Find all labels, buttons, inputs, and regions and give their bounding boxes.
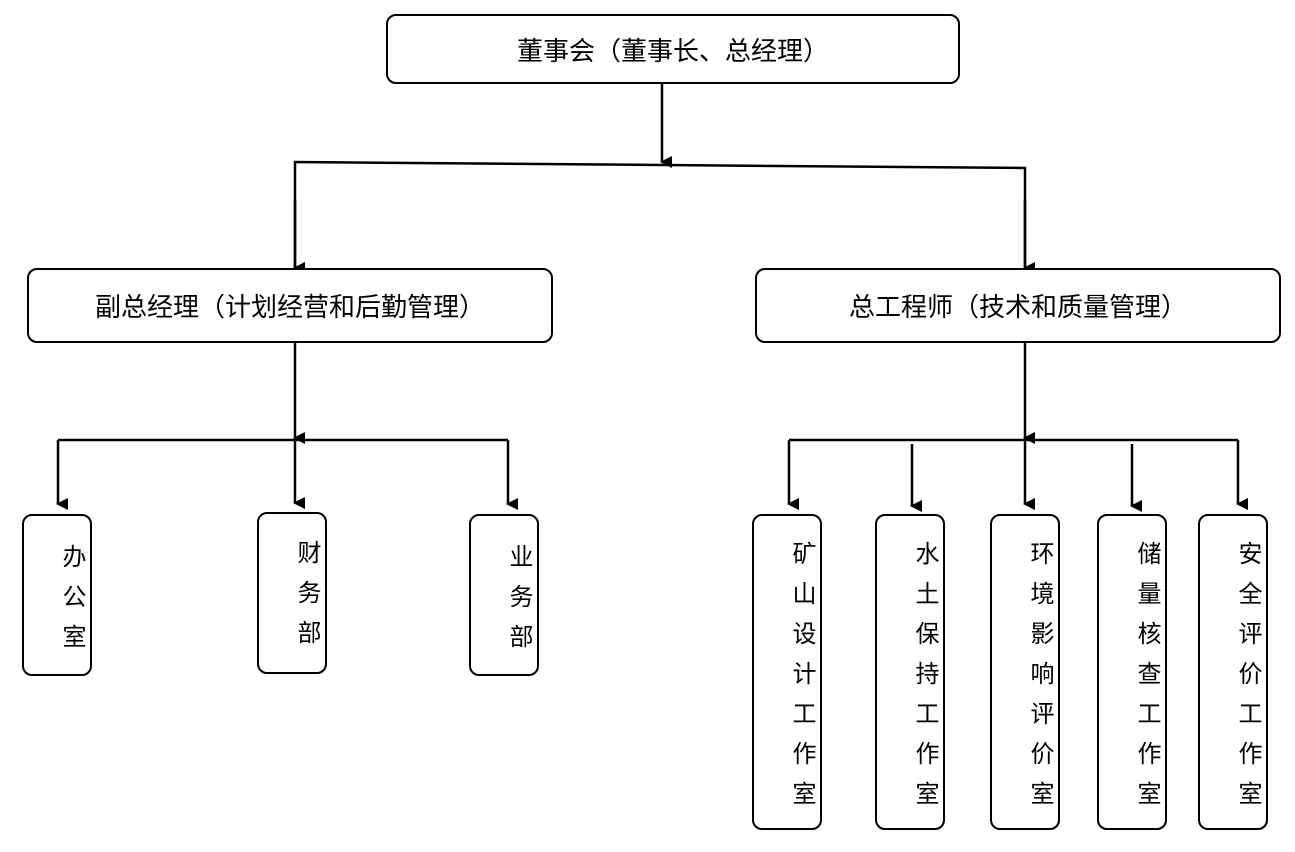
unit-soil-water-box: 水土保持工作室: [875, 514, 945, 830]
unit-label: 办公室: [58, 544, 86, 664]
board-box: 董事会（董事长、总经理）: [386, 14, 960, 84]
unit-label: 矿山设计工作室: [788, 541, 816, 821]
unit-label: 水土保持工作室: [911, 541, 939, 821]
unit-business-box: 业务部: [469, 514, 539, 676]
board-branch-line: [293, 160, 1027, 268]
unit-label: 业务部: [505, 544, 533, 664]
unit-label: 环境影响评价室: [1026, 541, 1054, 821]
unit-safety-box: 安全评价工作室: [1198, 514, 1268, 830]
unit-label: 储量核查工作室: [1133, 541, 1161, 821]
unit-office-box: 办公室: [22, 514, 92, 676]
unit-finance-box: 财务部: [257, 512, 327, 674]
unit-label: 财务部: [293, 540, 321, 660]
unit-mine-design-box: 矿山设计工作室: [752, 514, 822, 830]
chief-engineer-label: 总工程师（技术和质量管理）: [848, 293, 1187, 323]
chief-engineer-box: 总工程师（技术和质量管理）: [755, 268, 1281, 343]
unit-reserves-box: 储量核查工作室: [1097, 514, 1167, 830]
unit-label: 安全评价工作室: [1234, 541, 1262, 821]
deputy-gm-box: 副总经理（计划经营和后勤管理）: [27, 268, 553, 343]
board-label: 董事会（董事长、总经理）: [516, 36, 829, 67]
unit-environment-box: 环境影响评价室: [990, 514, 1060, 830]
deputy-gm-label: 副总经理（计划经营和后勤管理）: [94, 293, 485, 323]
